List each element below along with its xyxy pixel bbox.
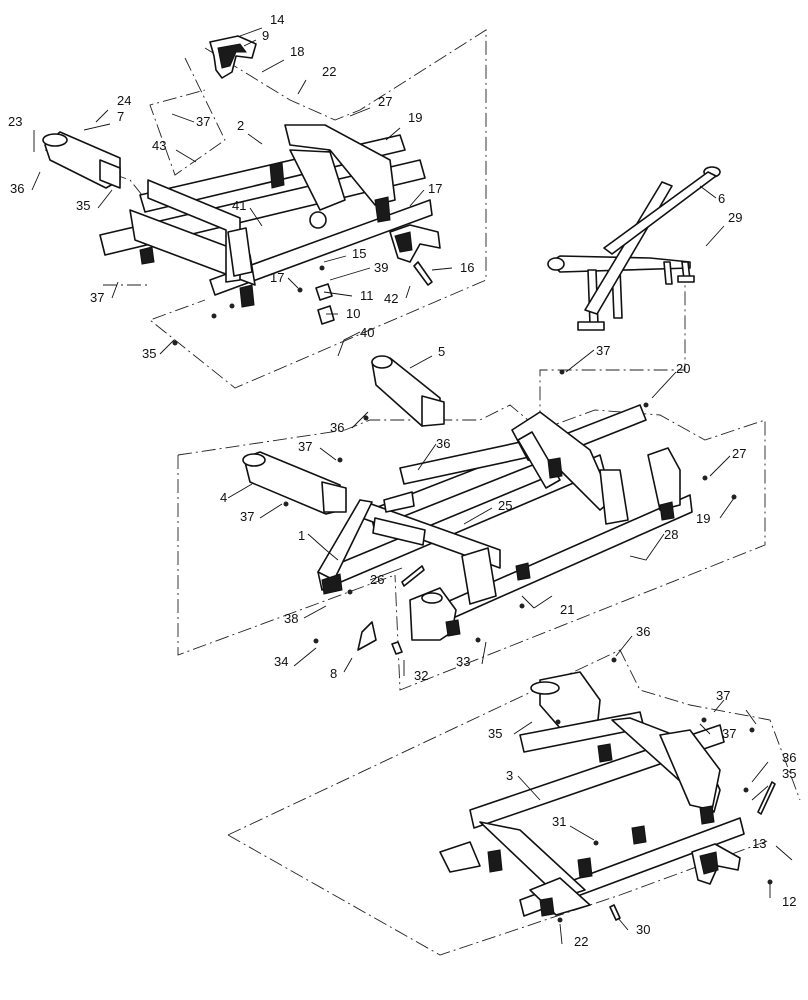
callout-41: 41 (232, 198, 246, 213)
callout-38: 38 (284, 611, 298, 626)
callout-8: 8 (330, 666, 337, 681)
callout-30: 30 (636, 922, 650, 937)
callout-16: 16 (460, 260, 474, 275)
callout-22: 22 (574, 934, 588, 949)
callout-31: 31 (552, 814, 566, 829)
arm-part-5 (371, 355, 445, 427)
callout-3: 3 (506, 768, 513, 783)
callout-27: 27 (732, 446, 746, 461)
callout-42: 42 (384, 291, 398, 306)
callout-2: 2 (237, 118, 244, 133)
callout-35: 35 (488, 726, 502, 741)
callout-32: 32 (414, 668, 428, 683)
callout-34: 34 (274, 654, 288, 669)
callout-43: 43 (152, 138, 166, 153)
callout-36: 36 (436, 436, 450, 451)
callout-29: 29 (728, 210, 742, 225)
callout-36: 36 (10, 181, 24, 196)
callout-26: 26 (370, 572, 384, 587)
callout-36: 36 (330, 420, 344, 435)
callout-19: 19 (408, 110, 422, 125)
callout-35: 35 (142, 346, 156, 361)
callout-9: 9 (262, 28, 269, 43)
callouts: 14 9 18 22 27 19 24 23 7 37 2 43 36 35 4… (8, 12, 796, 949)
callout-25: 25 (498, 498, 512, 513)
arm-part-4 (242, 451, 347, 515)
lower-frame-part-3 (439, 671, 745, 917)
callout-37: 37 (240, 509, 254, 524)
callout-21: 21 (560, 602, 574, 617)
callout-5: 5 (438, 344, 445, 359)
callout-18: 18 (290, 44, 304, 59)
callout-33: 33 (456, 654, 470, 669)
bracket-part-13 (691, 843, 741, 885)
main-frame-part-1 (317, 404, 693, 623)
callout-11: 11 (360, 288, 374, 303)
callout-4: 4 (220, 490, 227, 505)
callout-37: 37 (90, 290, 104, 305)
callout-12: 12 (782, 894, 796, 909)
callout-13: 13 (752, 836, 766, 851)
callout-15: 15 (352, 246, 366, 261)
callout-37: 37 (196, 114, 210, 129)
callout-37: 37 (596, 343, 610, 358)
hardware-cluster-lower (555, 657, 776, 923)
callout-17: 17 (270, 270, 284, 285)
stand-part-6 (547, 166, 721, 331)
callout-1: 1 (298, 528, 305, 543)
arm-part-7 (42, 131, 121, 189)
callout-37: 37 (298, 439, 312, 454)
callout-24: 24 (117, 93, 131, 108)
callout-7: 7 (117, 109, 124, 124)
hitch-bracket-part-9 (209, 35, 257, 79)
callout-39: 39 (374, 260, 388, 275)
callout-35: 35 (76, 198, 90, 213)
callout-35: 35 (782, 766, 796, 781)
callout-27: 27 (378, 94, 392, 109)
callout-6: 6 (718, 191, 725, 206)
callout-28: 28 (664, 527, 678, 542)
hardware-cluster-middle (283, 369, 737, 644)
callout-36: 36 (636, 624, 650, 639)
callout-20: 20 (676, 361, 690, 376)
callout-37: 37 (722, 726, 736, 741)
callout-40: 40 (360, 325, 374, 340)
callout-19: 19 (696, 511, 710, 526)
callout-22: 22 (322, 64, 336, 79)
callout-37: 37 (716, 688, 730, 703)
hitch-bracket-middle (409, 587, 461, 641)
leader-lines (31, 27, 793, 945)
plate-part-8 (357, 621, 403, 655)
bracket-part-17 (389, 224, 441, 286)
upper-frame-part-2 (99, 124, 433, 308)
callout-14: 14 (270, 12, 284, 27)
callout-36: 36 (782, 750, 796, 765)
callout-10: 10 (346, 306, 360, 321)
hardware-cluster-top (172, 265, 335, 346)
callout-23: 23 (8, 114, 22, 129)
callout-17: 17 (428, 181, 442, 196)
